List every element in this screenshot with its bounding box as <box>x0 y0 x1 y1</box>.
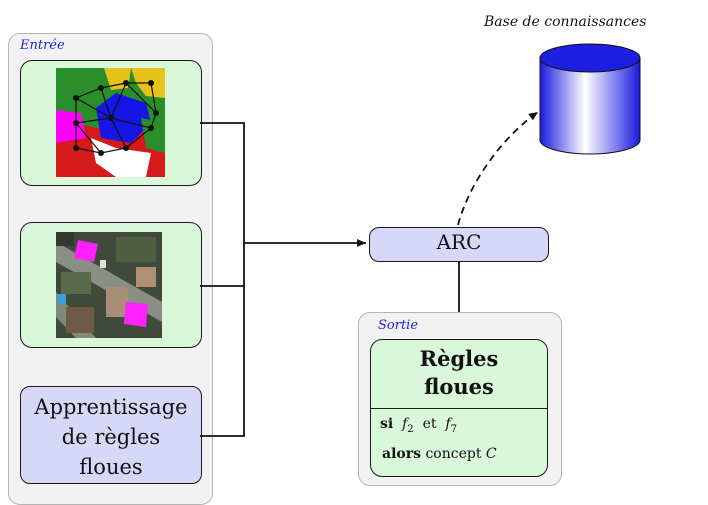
fuzzy-rule-learning-box[interactable] <box>20 386 202 484</box>
database-cylinder-icon[interactable] <box>535 40 645 160</box>
learning-line-3: floues <box>79 455 143 479</box>
if-sub-1: 2 <box>407 423 414 435</box>
then-keyword: alors <box>382 446 421 462</box>
rule-condition: si f2 et f7 <box>380 416 457 435</box>
and-word: et <box>422 416 437 432</box>
connectors <box>200 111 539 437</box>
if-sub-2: 7 <box>450 423 457 435</box>
if-keyword: si <box>380 416 394 432</box>
if-var-1: f <box>402 416 408 432</box>
arc-label: ARC <box>436 230 482 254</box>
fuzzy-rules-title: Règles floues <box>370 345 548 401</box>
output-group-label: Sortie <box>378 318 419 333</box>
learning-line-1: Apprentissage <box>34 395 188 419</box>
rules-title-line-1: Règles <box>419 346 499 371</box>
rules-divider <box>371 408 548 409</box>
connector-segmentation <box>200 122 245 437</box>
then-word: concept <box>425 446 482 462</box>
learning-line-2: de règles <box>61 425 161 449</box>
rule-conclusion: alors concept C <box>382 446 497 462</box>
connector-arc-to-kb <box>457 111 539 226</box>
arc-box[interactable] <box>369 227 549 262</box>
knowledge-base-label: Base de connaissances <box>484 14 647 30</box>
rules-title-line-2: floues <box>424 374 494 399</box>
segmentation-image <box>56 68 165 177</box>
input-group-label: Entrée <box>20 38 65 53</box>
if-var-2: f <box>445 416 451 432</box>
aerial-image <box>56 232 162 338</box>
then-var: C <box>485 446 497 462</box>
fuzzy-rule-learning-label: Apprentissage de règles floues <box>20 392 202 482</box>
